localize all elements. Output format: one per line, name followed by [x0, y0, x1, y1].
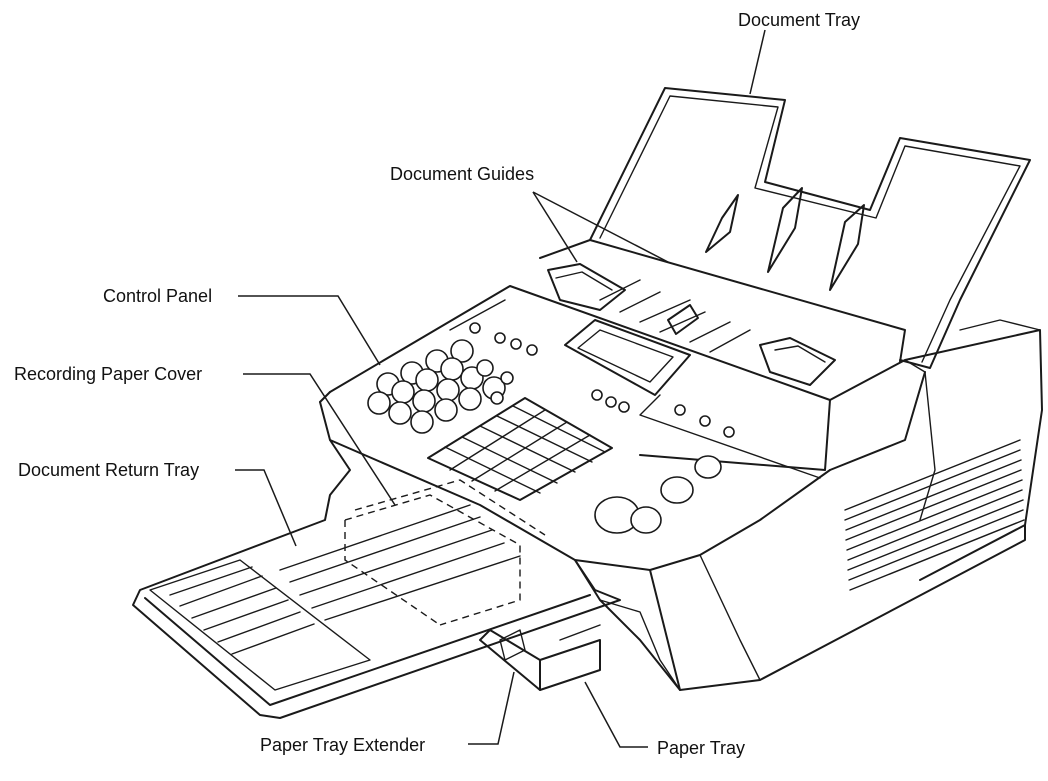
leader-document-return-tray — [235, 469, 297, 547]
document-guides-part — [539, 239, 906, 386]
leader-document-tray — [749, 29, 766, 95]
label-paper-tray: Paper Tray — [657, 738, 746, 758]
document-tray-part — [589, 87, 1031, 369]
label-paper-tray-extender: Paper Tray Extender — [260, 735, 426, 755]
leader-recording-paper-cover — [243, 373, 396, 506]
paper-tray-part — [479, 624, 601, 691]
label-recording-paper-cover: Recording Paper Cover — [14, 364, 203, 384]
fax-body — [319, 285, 1043, 691]
label-document-return-tray: Document Return Tray — [18, 460, 200, 480]
leader-lines — [235, 29, 766, 748]
label-document-guides: Document Guides — [390, 164, 535, 184]
leader-document-guides-a — [532, 191, 578, 263]
label-control-panel: Control Panel — [103, 286, 213, 306]
leader-document-guides-b — [532, 191, 669, 263]
leader-control-panel — [238, 295, 381, 366]
leader-paper-tray — [584, 681, 648, 748]
leader-paper-tray-extender — [468, 671, 515, 745]
control-panel-part — [367, 299, 821, 534]
document-return-tray-part — [132, 439, 621, 719]
label-document-tray: Document Tray — [738, 10, 861, 30]
